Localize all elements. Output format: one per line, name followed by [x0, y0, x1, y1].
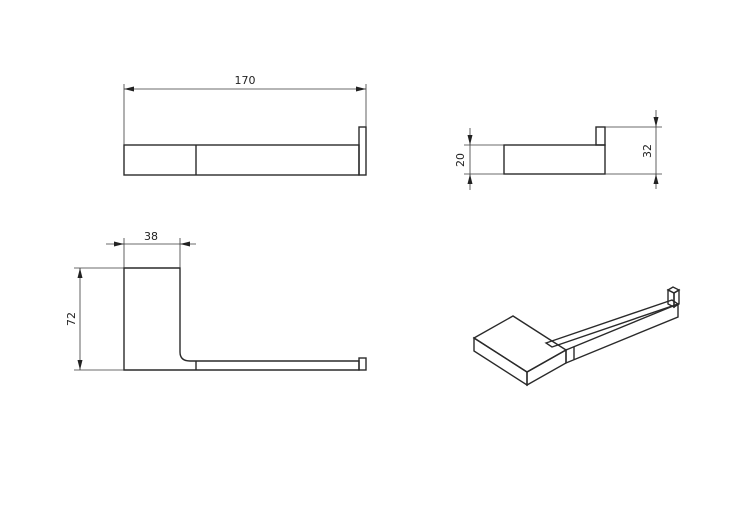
side-end-post [595, 126, 606, 146]
dim-arrow-32-top [653, 117, 659, 127]
dim-total-height-label: 32 [641, 144, 654, 158]
top-view: 38 72 [65, 230, 367, 371]
dim-arrow-38-right [180, 241, 190, 247]
dim-arrow-20-top [467, 135, 473, 145]
dim-arrow-72-top [77, 268, 83, 278]
side-bar [503, 144, 606, 175]
iso-arm-front [565, 302, 679, 365]
dim-arrow-20-bottom [467, 174, 473, 184]
iso-base-front [473, 336, 528, 387]
dim-arrow-left [124, 86, 134, 92]
dim-length-label: 170 [235, 74, 256, 87]
iso-arm-top [544, 299, 680, 348]
dim-depth-label: 72 [65, 312, 78, 326]
dim-width-label: 38 [144, 230, 158, 243]
top-end-post [358, 357, 367, 371]
front-end-post [358, 126, 367, 176]
front-view: 170 [123, 74, 367, 176]
iso-base-side [526, 348, 567, 387]
side-view: 20 32 [454, 110, 662, 190]
dim-arrow-32-bottom [653, 174, 659, 184]
iso-post-side [673, 288, 680, 309]
dim-arrow-72-bottom [77, 360, 83, 370]
top-outline [123, 267, 360, 371]
iso-base-top [472, 315, 568, 373]
front-bar [123, 144, 360, 176]
dim-arrow-38-left [114, 241, 124, 247]
iso-post-front [667, 288, 675, 309]
dim-arrow-right [356, 86, 366, 92]
dim-bar-height-label: 20 [454, 153, 467, 167]
isometric-view [472, 286, 681, 387]
